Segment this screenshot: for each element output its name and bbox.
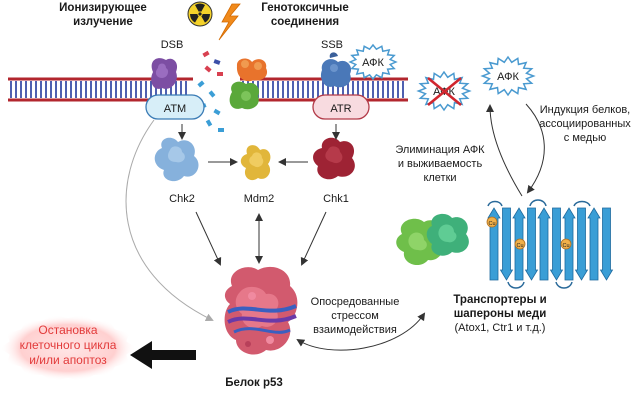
- transporters-label-3: (Atox1, Ctr1 и т.д.): [455, 322, 546, 334]
- dna-break-fragments: [197, 50, 224, 132]
- transporters-label: Транспортеры и: [453, 294, 546, 306]
- genotoxic-compounds-label-2: соединения: [271, 16, 339, 28]
- svg-text:Cu: Cu: [516, 243, 523, 249]
- p53-to-arrest-arrow: [130, 341, 196, 369]
- svg-text:Cu: Cu: [562, 243, 569, 249]
- radiation-hazard-icon: [187, 1, 213, 27]
- atm-kinase: ATM: [145, 94, 205, 120]
- svg-text:ATR: ATR: [330, 103, 351, 115]
- induction-label: Индукция белков,: [540, 104, 630, 116]
- stress-interactions-label-2: стрессом: [331, 310, 379, 322]
- dsb-label: DSB: [161, 39, 184, 51]
- rpa-blue-complex: [320, 52, 352, 88]
- arrest-label-3: и/или апоптоз: [29, 353, 107, 367]
- beta-strand: [587, 207, 601, 281]
- afk-bubble: АФК: [348, 43, 398, 81]
- beta-strand: [524, 207, 539, 281]
- pathway-arrows: [125, 103, 545, 351]
- chk1-label: Chk1: [323, 193, 349, 205]
- beta-strand: [499, 207, 514, 281]
- transporters-label-2: шапероны меди: [454, 308, 547, 320]
- beta-strand: [574, 207, 589, 281]
- elimination-label-2: и выживаемость: [398, 158, 483, 170]
- atr-kinase: ATR: [312, 94, 370, 120]
- chk2-protein: [154, 137, 199, 182]
- svg-text:АФК: АФК: [362, 57, 384, 69]
- ssb-label: SSB: [321, 39, 343, 51]
- p53-label: Белок p53: [225, 377, 283, 389]
- beta-strand: [549, 207, 564, 281]
- arrest-outcome-splash: [0, 314, 136, 382]
- lightning-icon: [218, 3, 241, 41]
- stress-interactions-label: Опосредованные: [311, 296, 400, 308]
- stress-interactions-label-3: взаимодействия: [313, 324, 397, 336]
- mre11-orange-complex: [236, 58, 268, 82]
- genotoxic-compounds-label: Генотоксичные: [261, 2, 348, 14]
- elimination-label: Элиминация АФК: [395, 144, 485, 156]
- beta-strand: [599, 207, 614, 281]
- induction-label-2: ассоциированных: [539, 118, 631, 130]
- ionizing-radiation-label: Ионизирующее: [59, 2, 147, 14]
- afk-eliminated-icon: АФК: [416, 70, 472, 112]
- beta-strand: [537, 207, 551, 281]
- svg-text:Cu: Cu: [488, 221, 495, 227]
- svg-text:ATM: ATM: [164, 103, 186, 115]
- mdm2-label: Mdm2: [244, 193, 275, 205]
- copper-ion-markers: Cu Cu Cu: [486, 216, 572, 250]
- chk2-label: Chk2: [169, 193, 195, 205]
- ku-green-complex: [229, 81, 260, 110]
- afk-induced-icon: АФК: [480, 55, 536, 97]
- arrest-label-2: клеточного цикла: [20, 338, 117, 352]
- arrest-label: Остановка: [38, 323, 98, 337]
- induction-label-3: с медью: [564, 132, 606, 144]
- ionizing-radiation-label-2: излучение: [73, 16, 133, 28]
- p53-protein: [224, 266, 298, 355]
- copper-transporter: Cu Cu Cu: [486, 199, 614, 289]
- mdm2-protein: [240, 145, 271, 181]
- elimination-label-3: клетки: [423, 172, 456, 184]
- copper-chaperone-teal: [426, 213, 469, 256]
- svg-text:АФК: АФК: [497, 71, 519, 83]
- chk1-protein: [313, 137, 355, 180]
- mrn-complex-left: [151, 58, 178, 89]
